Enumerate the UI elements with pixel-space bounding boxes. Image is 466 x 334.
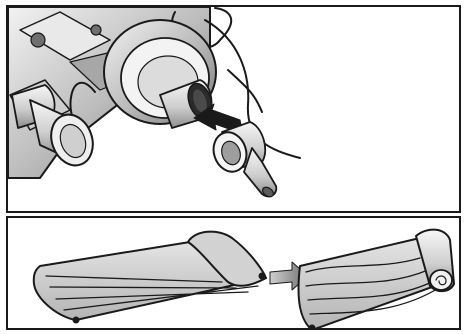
air-mattress-illustration [32, 228, 455, 328]
rolled-mattress-seam [305, 269, 429, 287]
mattress-valve [72, 316, 80, 324]
mattress-valve [308, 324, 316, 328]
rolled-mattress [297, 228, 455, 328]
flat-mattress [32, 230, 267, 324]
loose-nozzle [212, 121, 278, 198]
rolled-mattress-seam [305, 257, 421, 273]
rolled-mattress-seam [309, 285, 443, 315]
side-nozzle-bore [59, 123, 87, 159]
nozzle-tip-opening [261, 186, 275, 198]
cable [204, 19, 301, 159]
mattress-valve [258, 272, 266, 280]
mattress-roll-end [429, 269, 453, 291]
nozzle-hole [221, 140, 241, 166]
roll-spiral [435, 275, 447, 286]
mattress-pillow [187, 230, 267, 287]
wire-loop [227, 69, 263, 113]
housing-screw [90, 24, 102, 36]
housing-facet [19, 11, 111, 61]
panel-roll-up-mattress [6, 216, 461, 330]
pump-with-nozzle-illustration [8, 7, 301, 198]
mattress-seam [55, 291, 249, 300]
valve-opening-inner [193, 89, 207, 113]
mattress-seam [45, 275, 223, 283]
mattress-seam [63, 285, 259, 311]
rolled-mattress-seam [307, 279, 437, 301]
panel-attach-nozzle [6, 5, 461, 213]
housing-screw [30, 32, 46, 48]
mattress-seam [49, 286, 237, 289]
